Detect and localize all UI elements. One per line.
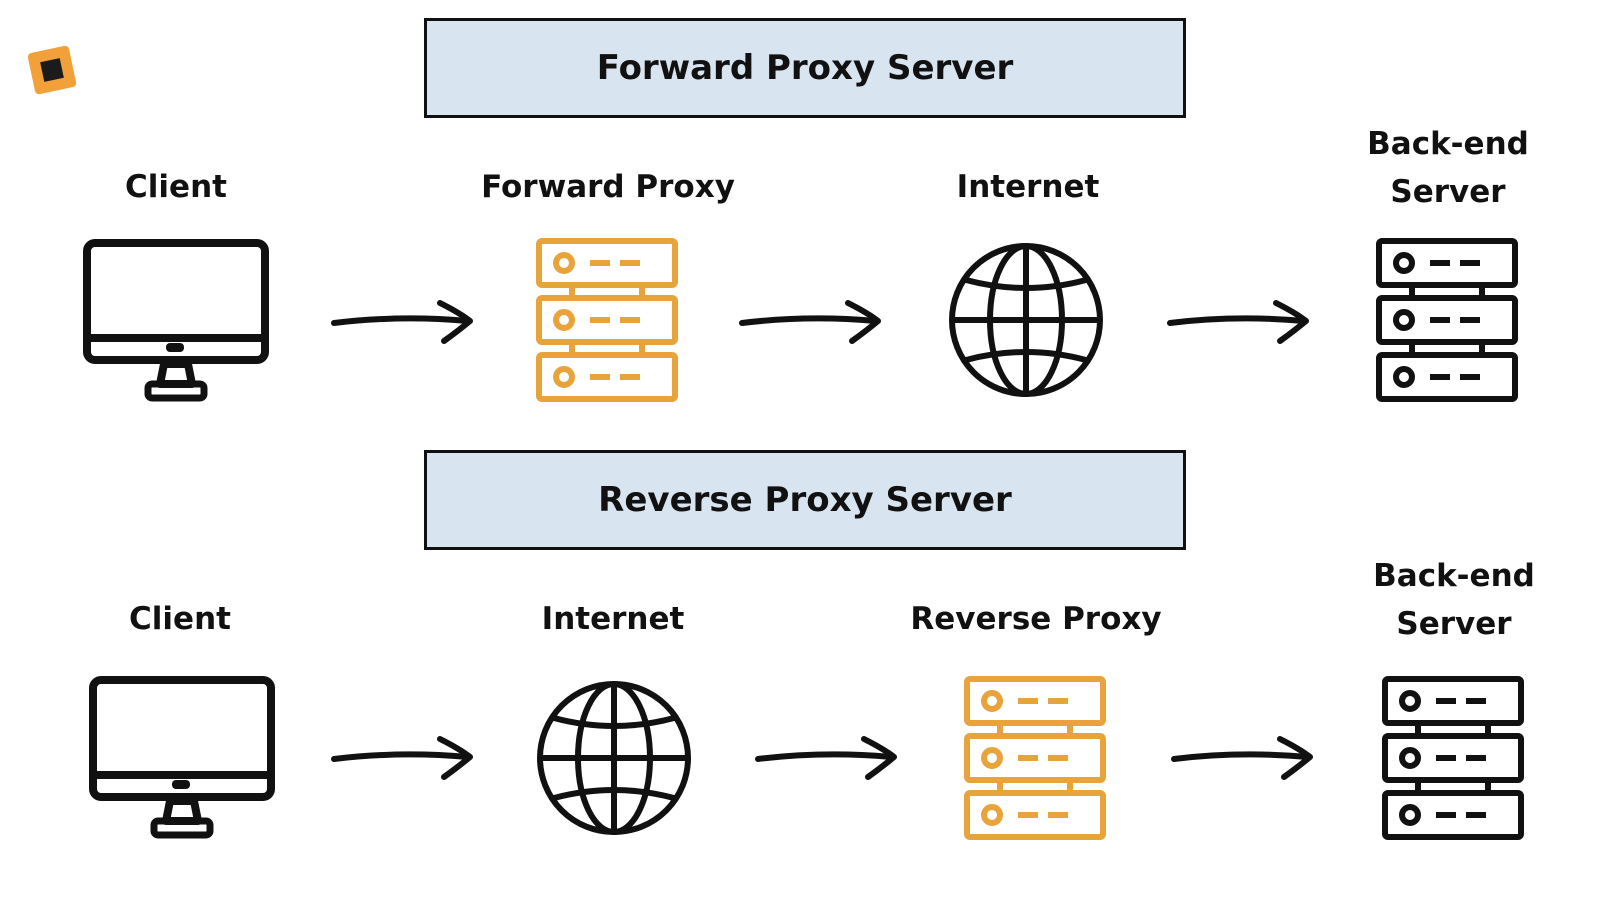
forward-internet-label: Internet xyxy=(956,169,1100,205)
globe-icon xyxy=(537,681,691,835)
reverse-internet-label: Internet xyxy=(541,601,685,637)
forward-backend-label: Back-end Server xyxy=(1367,126,1529,210)
monitor-icon xyxy=(83,239,269,402)
reverse-proxy-title-banner: Reverse Proxy Server xyxy=(424,450,1186,550)
forward-client-label: Client xyxy=(125,169,227,205)
monitor-icon xyxy=(89,676,275,839)
right-arrow-icon xyxy=(1167,300,1309,344)
right-arrow-icon xyxy=(331,736,473,780)
server-rack-icon xyxy=(964,676,1106,840)
server-rack-icon xyxy=(1376,238,1518,402)
server-rack-icon xyxy=(536,238,678,402)
forward-proxy-title-banner: Forward Proxy Server xyxy=(424,18,1186,118)
right-arrow-icon xyxy=(739,300,881,344)
reverse-proxy-label: Reverse Proxy xyxy=(910,601,1162,637)
reverse-backend-label: Back-end Server xyxy=(1373,558,1535,642)
server-rack-icon xyxy=(1382,676,1524,840)
right-arrow-icon xyxy=(755,736,897,780)
right-arrow-icon xyxy=(331,300,473,344)
logo-icon xyxy=(27,45,77,95)
forward-proxy-label: Forward Proxy xyxy=(481,169,735,205)
globe-icon xyxy=(949,243,1103,397)
right-arrow-icon xyxy=(1171,736,1313,780)
reverse-client-label: Client xyxy=(129,601,231,637)
